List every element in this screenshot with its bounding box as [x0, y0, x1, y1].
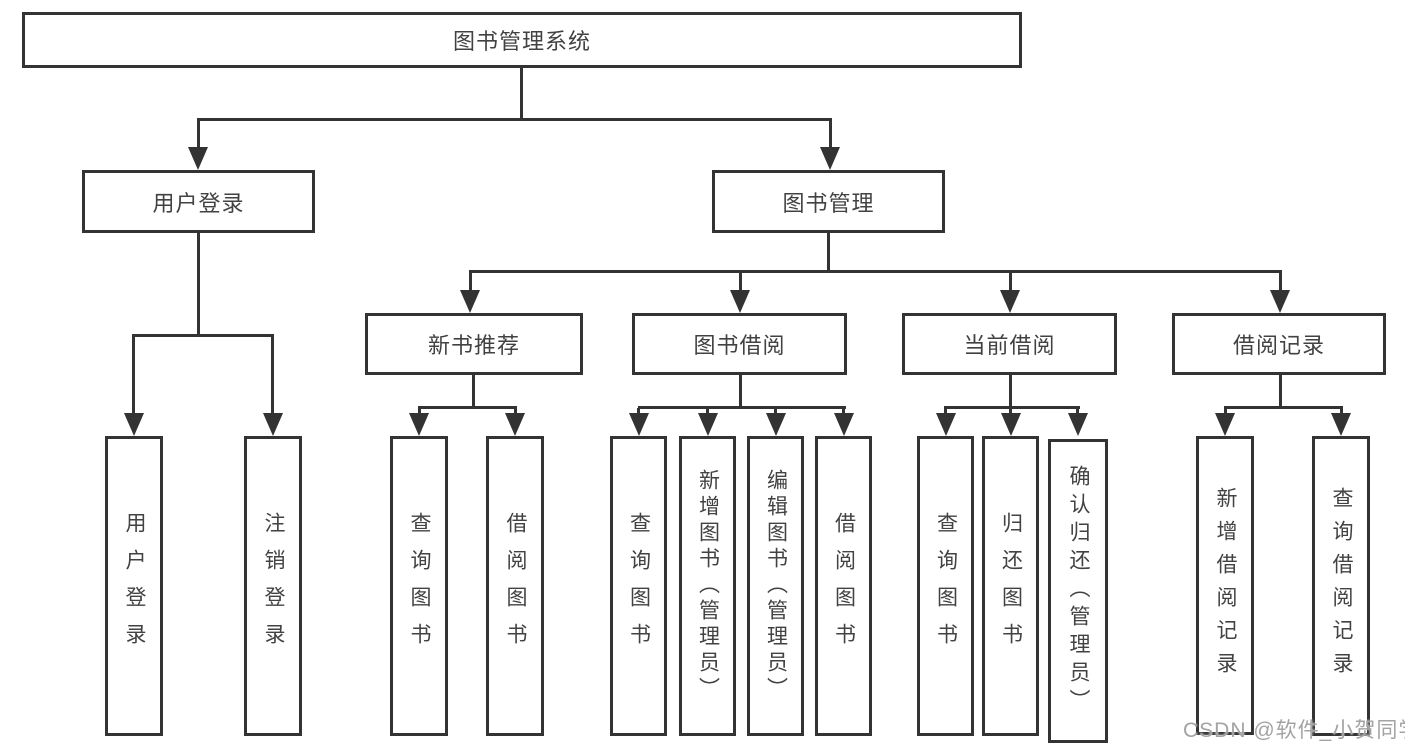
- arrowhead-down-icon: [124, 413, 144, 436]
- connector-drop: [469, 272, 472, 292]
- connector-userlogin-trunk: [197, 233, 200, 337]
- connector-drop: [132, 336, 135, 414]
- connector-drop: [418, 408, 421, 415]
- leaf-query-books-recommend: 查询图书: [390, 436, 448, 736]
- arrowhead-down-icon: [1270, 290, 1290, 313]
- arrowhead-down-icon: [188, 147, 208, 170]
- arrowhead-down-icon: [936, 413, 956, 436]
- leaf-edit-books-admin: 编辑图书（管理员）: [747, 436, 804, 736]
- arrowhead-down-icon: [263, 413, 283, 436]
- arrowhead-down-icon: [730, 290, 750, 313]
- connector-userlogin-rail: [132, 334, 274, 337]
- connector-drop: [1279, 272, 1282, 292]
- leaf-borrow-books-recommend: 借阅图书: [486, 436, 544, 736]
- node-book-management: 图书管理: [712, 170, 945, 233]
- leaf-add-books-admin: 新增图书（管理员）: [679, 436, 736, 736]
- connector-drop: [637, 408, 640, 415]
- connector-drop: [774, 408, 777, 415]
- connector-records-trunk: [1279, 375, 1282, 409]
- leaf-user-login: 用户登录: [105, 436, 163, 736]
- leaf-borrow-books: 借阅图书: [815, 436, 872, 736]
- connector-bookborrow-rail: [638, 406, 846, 409]
- connector-drop: [829, 120, 832, 150]
- node-user-login: 用户登录: [82, 170, 315, 233]
- node-root: 图书管理系统: [22, 12, 1022, 68]
- arrowhead-down-icon: [834, 413, 854, 436]
- connector-drop: [1009, 272, 1012, 292]
- leaf-logout: 注销登录: [244, 436, 302, 736]
- connector-currentborrow-trunk: [1009, 375, 1012, 409]
- leaf-query-books-current: 查询图书: [917, 436, 974, 736]
- arrowhead-down-icon: [629, 413, 649, 436]
- arrowhead-down-icon: [698, 413, 718, 436]
- node-book-borrow: 图书借阅: [632, 313, 847, 375]
- connector-drop: [706, 408, 709, 415]
- connector-level1-rail: [197, 118, 832, 121]
- arrowhead-down-icon: [1000, 290, 1020, 313]
- leaf-return-books: 归还图书: [982, 436, 1039, 736]
- connector-bookborrow-trunk: [739, 375, 742, 409]
- connector-drop: [1009, 408, 1012, 415]
- connector-drop: [514, 408, 517, 415]
- connector-drop: [944, 408, 947, 415]
- connector-drop: [271, 336, 274, 414]
- connector-records-rail: [1224, 406, 1343, 409]
- connector-currentborrow-rail: [944, 406, 1080, 409]
- node-current-borrow: 当前借阅: [902, 313, 1117, 375]
- connector-level2-rail: [469, 270, 1282, 273]
- arrowhead-down-icon: [1215, 413, 1235, 436]
- node-new-book-recommend: 新书推荐: [365, 313, 583, 375]
- connector-drop: [197, 120, 200, 150]
- arrowhead-down-icon: [460, 290, 480, 313]
- connector-drop: [1224, 408, 1227, 415]
- connector-drop: [1340, 408, 1343, 415]
- connector-drop: [842, 408, 845, 415]
- arrowhead-down-icon: [505, 413, 525, 436]
- connector-drop: [739, 272, 742, 292]
- leaf-confirm-return-admin: 确认归还（管理员）: [1048, 439, 1108, 743]
- arrowhead-down-icon: [1001, 413, 1021, 436]
- connector-root-trunk: [520, 68, 523, 121]
- arrowhead-down-icon: [1331, 413, 1351, 436]
- arrowhead-down-icon: [409, 413, 429, 436]
- connector-drop: [1076, 408, 1079, 415]
- leaf-query-books-borrow: 查询图书: [610, 436, 667, 736]
- connector-bookmgmt-trunk: [827, 233, 830, 273]
- node-borrow-records: 借阅记录: [1172, 313, 1386, 375]
- connector-newbook-trunk: [472, 375, 475, 409]
- leaf-query-borrow-record: 查询借阅记录: [1312, 436, 1370, 736]
- connector-newbook-rail: [418, 406, 517, 409]
- arrowhead-down-icon: [766, 413, 786, 436]
- arrowhead-down-icon: [820, 147, 840, 170]
- arrowhead-down-icon: [1068, 413, 1088, 436]
- leaf-add-borrow-record: 新增借阅记录: [1196, 436, 1254, 735]
- csdn-watermark: CSDN @软件_小贺同学: [1183, 719, 1405, 742]
